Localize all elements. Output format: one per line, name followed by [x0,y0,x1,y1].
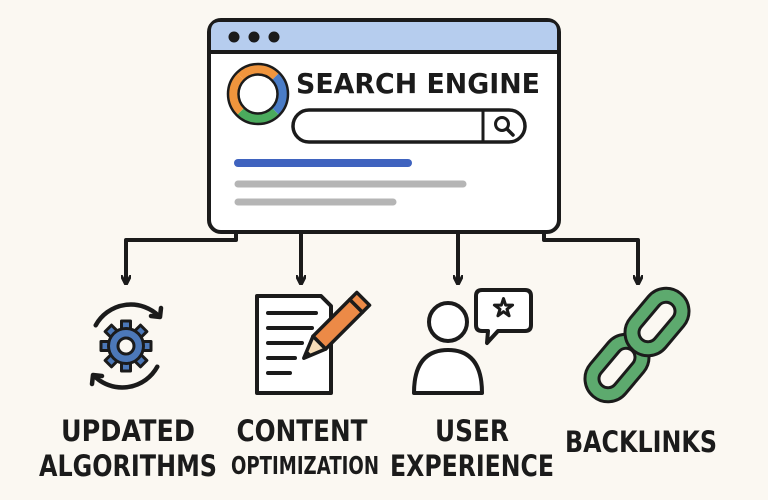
document-pencil-icon [255,290,372,395]
search-input[interactable] [291,108,527,144]
window-dot[interactable] [268,31,280,43]
label-content: CONTENT [237,414,368,448]
user-star-icon [412,288,533,395]
label-experience: EXPERIENCE [390,449,554,483]
search-bar[interactable] [291,108,527,144]
label-optimization: OPTIMIZATION [231,451,379,480]
search-engine-logo-icon [226,62,290,126]
connector-arrow [126,230,238,280]
label-user: USER [435,414,509,448]
gear-refresh-icon [89,302,164,390]
window-dot[interactable] [248,31,260,43]
window-dot[interactable] [228,31,240,43]
page-title: SEARCH ENGINE [296,67,540,100]
label-backlinks: BACKLINKS [565,425,717,459]
branch-labels: UPDATED ALGORITHMS CONTENT OPTIMIZATION … [39,414,717,483]
browser-window: SEARCH ENGINE [207,18,561,234]
link-chain-icon [583,286,691,404]
search-icon[interactable] [494,116,515,137]
window-titlebar [211,22,557,52]
connector-arrow [542,230,638,280]
label-algorithms: ALGORITHMS [39,449,217,483]
connectors [126,230,638,280]
label-updated: UPDATED [61,414,195,448]
